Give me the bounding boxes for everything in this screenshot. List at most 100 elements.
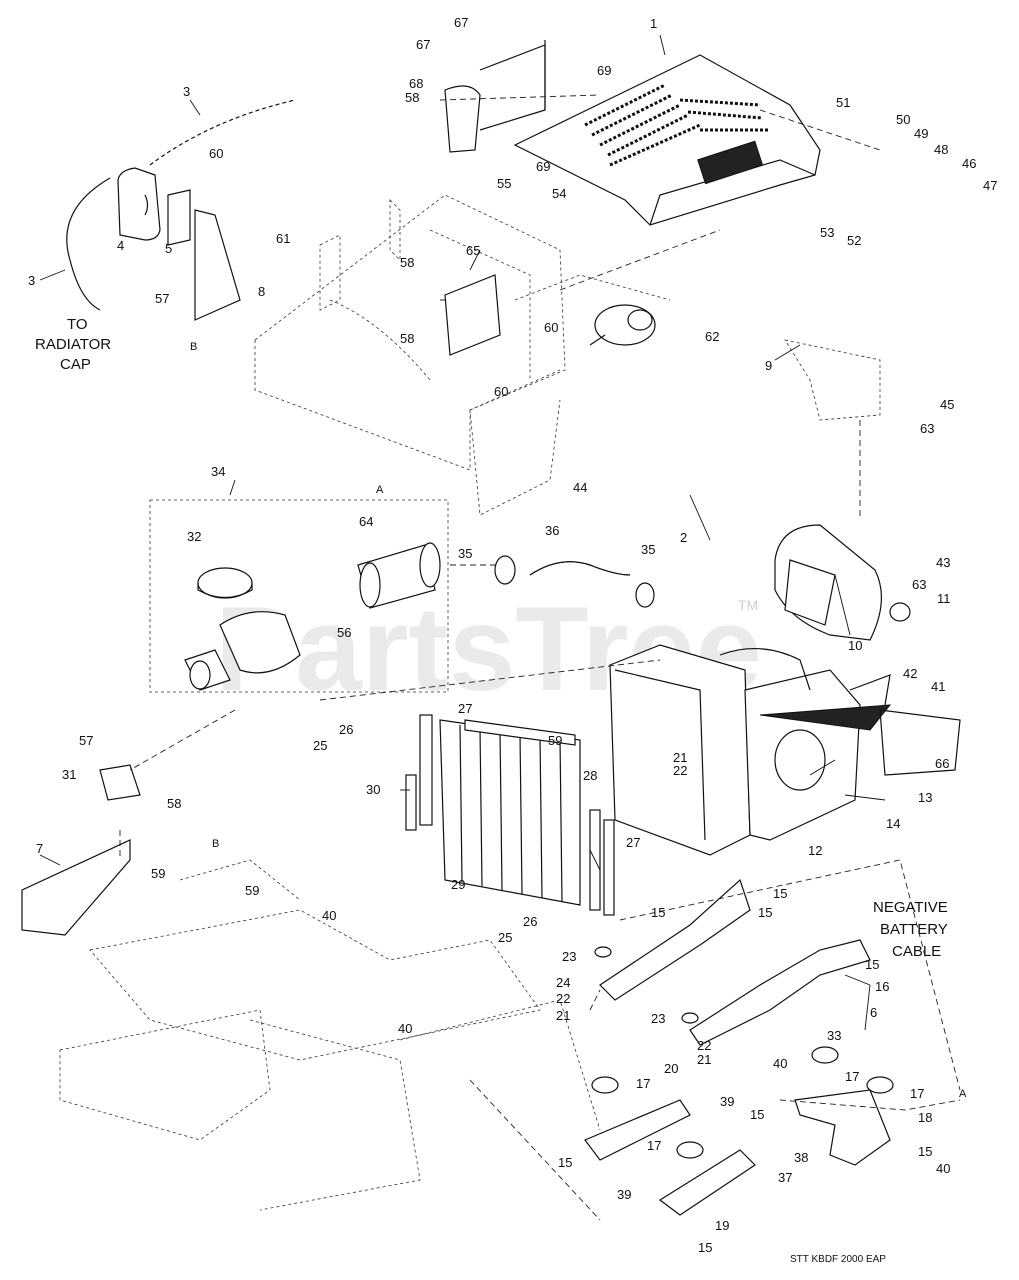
callout-36: 36 (545, 523, 559, 538)
callout-39: 39 (720, 1094, 734, 1109)
callout-58: 58 (400, 255, 414, 270)
callout-6: 6 (870, 1005, 877, 1020)
callout-26: 26 (339, 722, 353, 737)
callout-13: 13 (918, 790, 932, 805)
callout-67: 67 (454, 15, 468, 30)
callout-20: 20 (664, 1061, 678, 1076)
callout-5: 5 (165, 241, 172, 256)
callout-15: 15 (773, 886, 787, 901)
reservoir-bracket (167, 189, 241, 321)
callout-22: 22 (556, 991, 570, 1006)
callout-1: 1 (650, 16, 657, 31)
callout-21: 21 (673, 750, 687, 765)
callout-57: 57 (79, 733, 93, 748)
callout-15: 15 (918, 1144, 932, 1159)
callout-46: 46 (962, 156, 976, 171)
callout-60: 60 (494, 384, 508, 399)
callout-43: 43 (936, 555, 950, 570)
svg-text:CAP: CAP (60, 356, 91, 373)
callout-25: 25 (313, 738, 327, 753)
callout-67: 67 (416, 37, 430, 52)
callout-leaders (39, 34, 886, 1031)
callout-40: 40 (398, 1021, 412, 1036)
ref-letter-b: B (190, 341, 197, 353)
mount-bracket-19 (658, 1149, 756, 1216)
main-frame (254, 194, 671, 516)
watermark-trademark: TM (738, 597, 758, 613)
callout-33: 33 (827, 1028, 841, 1043)
callout-62: 62 (705, 329, 719, 344)
radiator-hose (494, 555, 655, 608)
callout-17: 17 (647, 1138, 661, 1153)
callout-21: 21 (556, 1008, 570, 1023)
radiator (405, 714, 615, 916)
callout-12: 12 (808, 843, 822, 858)
callout-25: 25 (498, 930, 512, 945)
callout-38: 38 (794, 1150, 808, 1165)
callout-45: 45 (940, 397, 954, 412)
callout-14: 14 (886, 816, 900, 831)
callout-29: 29 (451, 877, 465, 892)
callout-63: 63 (912, 577, 926, 592)
mount-bracket-18 (794, 1089, 891, 1166)
callout-64: 64 (359, 514, 373, 529)
callout-49: 49 (914, 126, 928, 141)
callout-31: 31 (62, 767, 76, 782)
svg-text:CABLE: CABLE (892, 943, 941, 960)
ref-letter-a: A (376, 484, 384, 496)
callout-10: 10 (848, 638, 862, 653)
callout-26: 26 (523, 914, 537, 929)
callout-41: 41 (931, 679, 945, 694)
callout-60: 60 (544, 320, 558, 335)
engine-assembly (609, 644, 961, 856)
air-cleaner-assembly (149, 499, 449, 693)
callout-21: 21 (697, 1052, 711, 1067)
callout-44: 44 (573, 480, 587, 495)
drawing-code-caption: STT KBDF 2000 EAP (790, 1254, 886, 1265)
side-panel-68 (444, 40, 546, 153)
callout-15: 15 (758, 905, 772, 920)
muffler (774, 524, 911, 641)
callout-40: 40 (773, 1056, 787, 1071)
svg-text:NEGATIVE: NEGATIVE (873, 899, 948, 916)
callout-58: 58 (405, 90, 419, 105)
bracket-31 (99, 764, 141, 801)
callout-15: 15 (698, 1240, 712, 1255)
callout-65: 65 (466, 243, 480, 258)
callout-39: 39 (617, 1187, 631, 1202)
callout-15: 15 (750, 1107, 764, 1122)
callout-24: 24 (556, 975, 570, 990)
callout-68: 68 (409, 76, 423, 91)
callout-16: 16 (875, 979, 889, 994)
callout-labels: 1 2 3 3 4 5 6 7 8 9 10 11 12 13 14 15 15… (28, 15, 997, 1255)
callout-59: 59 (245, 883, 259, 898)
callout-60: 60 (209, 146, 223, 161)
callout-32: 32 (187, 529, 201, 544)
assembly-centerlines (119, 94, 961, 1221)
svg-text:RADIATOR: RADIATOR (35, 336, 111, 353)
callout-15: 15 (865, 957, 879, 972)
svg-text:TO: TO (67, 316, 88, 333)
callout-30: 30 (366, 782, 380, 797)
callout-53: 53 (820, 225, 834, 240)
callout-18: 18 (918, 1110, 932, 1125)
coolant-reservoir (117, 167, 161, 241)
callout-63: 63 (920, 421, 934, 436)
note-to-radiator-cap: TO RADIATOR CAP (35, 316, 111, 373)
hood-cover (513, 54, 821, 226)
callout-4: 4 (117, 238, 124, 253)
callout-59: 59 (151, 866, 165, 881)
callout-55: 55 (497, 176, 511, 191)
callout-52: 52 (847, 233, 861, 248)
rubber-isolators (591, 946, 894, 1159)
callout-27: 27 (458, 701, 472, 716)
fan-shroud-part-65 (444, 274, 501, 356)
engine-mount-rail-right (689, 939, 871, 1046)
callout-3: 3 (183, 84, 190, 99)
hose-to-radiator (66, 99, 296, 311)
engine-mount-rail-left (599, 878, 751, 1001)
callout-7: 7 (36, 841, 43, 856)
callout-57: 57 (155, 291, 169, 306)
